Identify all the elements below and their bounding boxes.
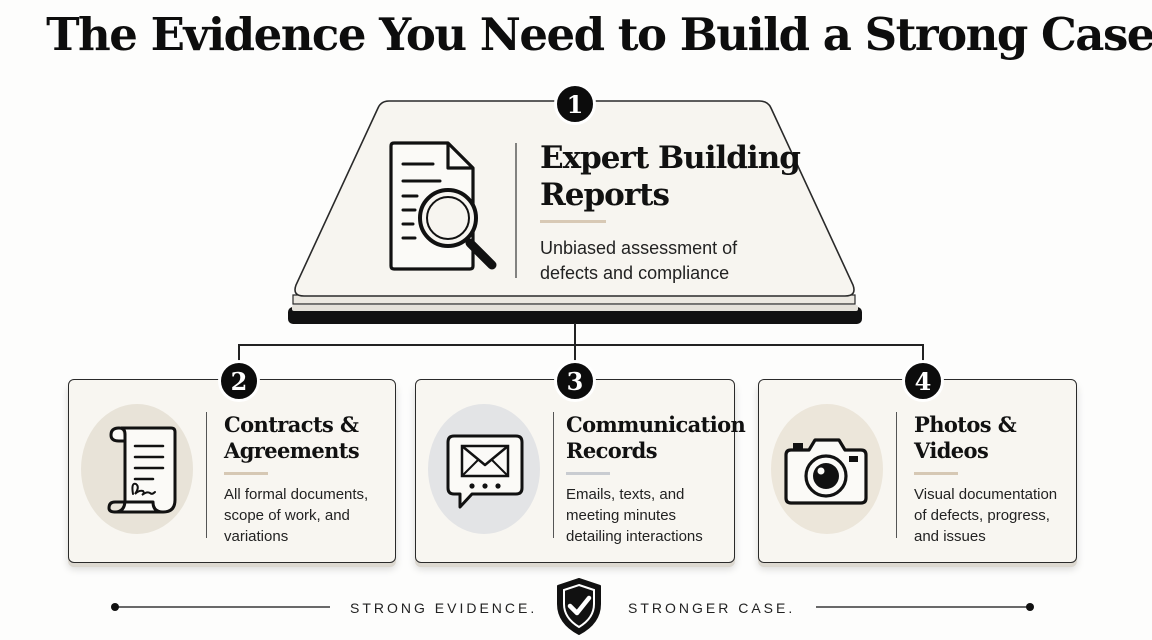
- card-title: Photos & Videos: [914, 412, 1017, 463]
- main-description: Unbiased assessment of defects and compl…: [540, 238, 738, 283]
- card-accent-bar: [224, 472, 268, 475]
- step-badge-4: 4: [902, 360, 944, 402]
- document-magnifier-icon: [389, 141, 497, 271]
- signed-scroll-icon: [107, 426, 177, 514]
- card-communication: Communication Records Emails, texts, and…: [415, 379, 746, 563]
- main-title: Expert Building Reports: [540, 140, 801, 213]
- card-title: Communication Records: [566, 412, 746, 463]
- connector-trunk: [574, 323, 576, 345]
- step-badge-3: 3: [554, 360, 596, 402]
- envelope-chat-icon: [446, 434, 524, 509]
- card-accent-bar: [566, 472, 610, 475]
- card-photos: Photos & Videos Visual documentation of …: [758, 379, 1077, 563]
- connector-horizontal: [238, 344, 924, 346]
- card-accent-bar: [914, 472, 958, 475]
- footer-text-left: STRONG EVIDENCE.: [350, 600, 538, 616]
- camera-icon: [784, 438, 868, 505]
- card-title: Contracts & Agreements: [224, 412, 360, 463]
- connector-drop-3: [574, 344, 576, 364]
- footer-text-right: STRONGER CASE.: [628, 600, 796, 616]
- step-badge-1: 1: [554, 83, 596, 125]
- card-contracts: Contracts & Agreements All formal docume…: [68, 379, 396, 563]
- card-divider: [553, 412, 554, 538]
- step-badge-2: 2: [218, 360, 260, 402]
- footer-line-left: [111, 603, 330, 611]
- card-description: All formal documents, scope of work, and…: [224, 486, 369, 545]
- card-divider: [896, 412, 897, 538]
- card-description: Emails, texts, and meeting minutes detai…: [566, 486, 703, 545]
- connector-drop-4: [922, 344, 924, 364]
- card-divider: [206, 412, 207, 538]
- connector-drop-2: [238, 344, 240, 364]
- footer-line-right: [816, 603, 1034, 611]
- card-description: Visual documentation of defects, progres…: [914, 486, 1058, 545]
- shield-check-icon: [557, 578, 601, 635]
- page-title: The Evidence You Need to Build a Strong …: [46, 8, 1152, 61]
